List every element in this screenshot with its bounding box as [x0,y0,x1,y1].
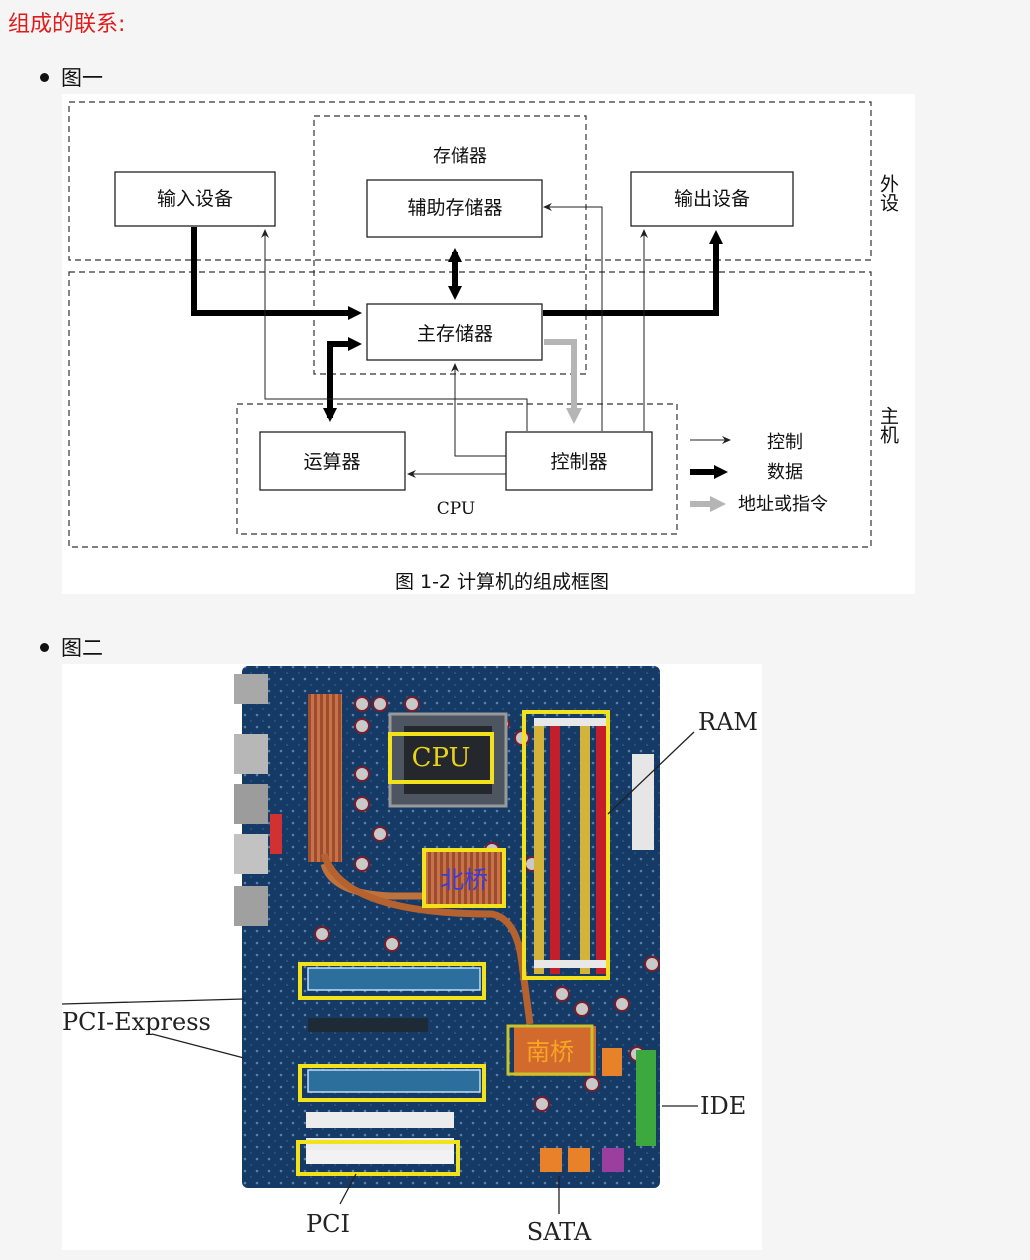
ram-label: RAM [698,708,758,736]
south-bridge-overlay-label: 南桥 [526,1038,574,1066]
peripheral-label: 外设 [877,174,899,212]
legend-data-label: 数据 [767,462,803,483]
ram-callout-line [607,731,695,815]
controller-label: 控制器 [550,451,607,473]
heat-pipe [320,852,534,1025]
pcie-callout-line [61,998,245,1005]
io-port [234,886,268,926]
south-bridge-heatsink [514,1026,596,1076]
north-bridge-heatsink [424,848,504,906]
sata-port [568,1148,590,1172]
list-item-label: 图一 [61,66,103,90]
output-device-label: 输出设备 [674,188,750,210]
pcie-highlight [298,1064,486,1102]
list-item-label: 图二 [61,636,103,660]
control-to-aux [543,203,603,431]
main-memory-box [366,303,543,361]
io-port-red [270,814,282,854]
cpu-label: CPU [437,499,475,519]
pci-slot [306,1112,454,1128]
main-memory-label: 主存储器 [417,323,493,345]
atx-power-connector [632,754,654,850]
output-device-box [630,171,794,227]
peripheral-region [68,101,872,261]
io-port [234,674,268,704]
legend-control-label: 控制 [767,432,803,453]
south-bridge-highlight [506,1024,594,1076]
io-port [234,734,268,774]
storage-region [313,115,587,375]
sata-label: SATA [527,1218,592,1246]
io-port [234,834,268,874]
ram-highlight [522,710,610,980]
list-item-figure1: 图一 [40,62,103,92]
legend-address-label: 地址或指令 [738,494,828,515]
input-device-label: 输入设备 [157,188,233,210]
computer-block-diagram: 输入设备 辅助存储器 输出设备 主存储器 运算器 控制器 存储器 CPU 外设 … [62,94,915,594]
pcie-x1-slot [308,1018,428,1032]
host-region [68,271,872,548]
address-arrow [544,339,582,424]
aux-storage-label: 辅助存储器 [407,197,502,219]
memory-to-output-arrow [543,230,723,316]
sata-port [602,1048,622,1076]
host-label: 主机 [877,406,899,444]
pci-slot [306,1150,454,1164]
alu-label: 运算器 [303,451,360,473]
sata-port [540,1148,562,1172]
cpu-overlay-label: CPU [412,743,471,773]
cpu-region [236,403,678,535]
bullet-icon [40,72,49,82]
pci-callout-line [339,1173,357,1205]
pcie-highlight [298,962,486,1000]
pci-express-label: PCI-Express [62,1008,211,1036]
north-bridge-overlay-label: 北桥 [440,866,488,894]
pcie-slot [307,967,481,991]
pcie-slot [307,1069,481,1093]
pci-label: PCI [306,1210,350,1238]
control-to-memory [451,363,506,457]
motherboard-image: CPU 北桥 南桥 RAM PCI-Express IDE PCI SATA [61,664,762,1250]
heatsink [308,694,342,862]
figure-caption: 图 1-2 计算机的组成框图 [395,571,609,593]
north-bridge-highlight [422,848,506,908]
controller-box [505,431,653,491]
alu-box [259,431,406,491]
cpu-highlight [388,732,494,784]
input-to-memory-arrow [191,227,362,320]
ide-label: IDE [700,1092,746,1120]
pci-highlight [296,1140,460,1176]
pcie-callout-line [151,1033,245,1059]
list-item-figure2: 图二 [40,632,103,662]
section-heading: 组成的联系: [8,12,126,37]
bullet-icon [40,642,49,652]
alu-memory-arrow [323,337,362,422]
control-to-input [261,229,528,431]
io-port [234,784,268,824]
ram-slots [534,718,606,974]
input-device-box [114,171,276,227]
aux-storage-box [366,179,543,238]
sata-port [602,1148,624,1172]
ide-connector [636,1050,656,1146]
storage-label: 存储器 [433,146,487,167]
